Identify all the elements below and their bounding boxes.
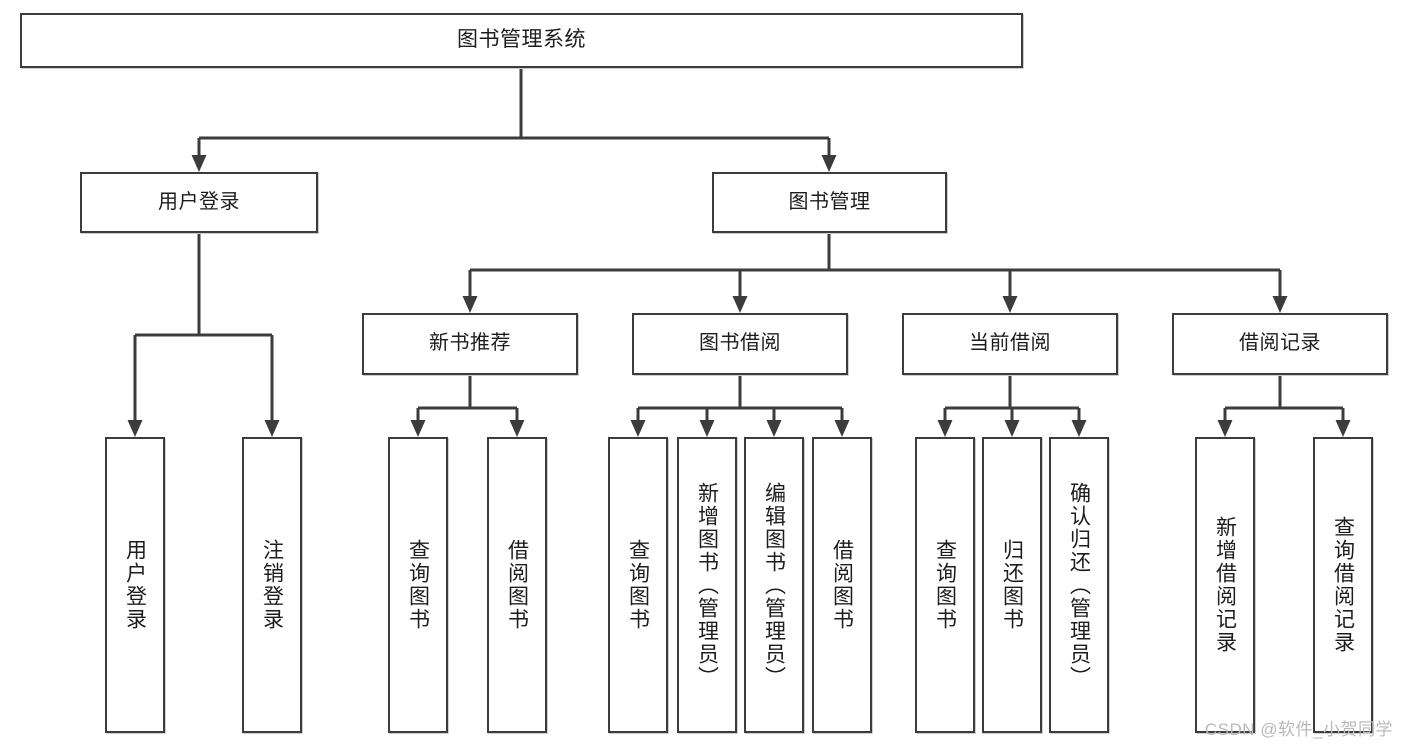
node-label: 借阅图书: [830, 539, 854, 631]
node-label: 注销登录: [260, 539, 284, 631]
node-l-user-login[interactable]: 用户登录: [105, 437, 165, 733]
arrow-to-borrow-book-2: [834, 420, 850, 437]
node-n-borrow-record[interactable]: 借阅记录: [1172, 313, 1388, 375]
node-label: 借阅记录: [1239, 332, 1321, 355]
node-n-user-login[interactable]: 用户登录: [80, 172, 318, 233]
arrow-to-query-book-3: [937, 420, 953, 437]
node-l-add-record[interactable]: 新增借阅记录: [1195, 437, 1255, 733]
node-label: 归还图书: [1000, 539, 1024, 631]
node-label: 查询借阅记录: [1331, 516, 1355, 654]
node-label: 图书管理系统: [457, 28, 586, 52]
node-n-book-borrow[interactable]: 图书借阅: [632, 313, 848, 375]
arrow-to-borrow-record: [1272, 296, 1288, 313]
node-l-confirm-return[interactable]: 确认归还（管理员）: [1049, 437, 1109, 733]
arrow-to-current-borrow: [1002, 296, 1018, 313]
node-label: 借阅图书: [505, 539, 529, 631]
node-root[interactable]: 图书管理系统: [20, 13, 1023, 68]
arrow-to-query-book-2: [630, 420, 646, 437]
node-label: 用户登录: [158, 190, 240, 213]
node-label: 图书管理: [788, 190, 871, 213]
arrow-to-leaf-logout: [264, 420, 280, 437]
node-n-book-mgmt[interactable]: 图书管理: [712, 172, 947, 233]
node-n-new-book-rec[interactable]: 新书推荐: [362, 313, 578, 375]
node-label: 图书借阅: [699, 332, 781, 355]
arrow-to-new-book-rec: [462, 296, 478, 313]
node-label: 编辑图书（管理员）: [762, 481, 786, 689]
connector-arrows: [127, 155, 1351, 437]
arrow-to-borrow-book-1: [509, 420, 525, 437]
node-label: 新书推荐: [429, 332, 511, 355]
arrow-to-user-login: [191, 155, 207, 172]
node-l-add-book[interactable]: 新增图书（管理员）: [677, 437, 737, 733]
node-label: 查询图书: [933, 539, 957, 631]
node-label: 新增借阅记录: [1213, 516, 1237, 654]
arrow-to-leaf-user-login: [127, 420, 143, 437]
arrow-to-book-mgmt: [821, 155, 837, 172]
node-label: 查询图书: [626, 539, 650, 631]
arrow-to-add-record: [1217, 420, 1233, 437]
node-label: 当前借阅: [969, 332, 1051, 355]
node-n-current-borrow[interactable]: 当前借阅: [902, 313, 1118, 375]
node-l-edit-book[interactable]: 编辑图书（管理员）: [744, 437, 804, 733]
arrow-to-return-book: [1004, 420, 1020, 437]
arrow-to-query-book-1: [410, 420, 426, 437]
node-l-logout[interactable]: 注销登录: [242, 437, 302, 733]
node-l-borrow-book-2[interactable]: 借阅图书: [812, 437, 872, 733]
node-l-query-book-2[interactable]: 查询图书: [608, 437, 668, 733]
arrow-to-confirm-return: [1071, 420, 1087, 437]
node-label: 用户登录: [123, 539, 147, 631]
node-l-query-book-1[interactable]: 查询图书: [388, 437, 448, 733]
node-l-query-record[interactable]: 查询借阅记录: [1313, 437, 1373, 733]
node-l-borrow-book-1[interactable]: 借阅图书: [487, 437, 547, 733]
arrow-to-edit-book: [766, 420, 782, 437]
node-l-query-book-3[interactable]: 查询图书: [915, 437, 975, 733]
node-label: 确认归还（管理员）: [1067, 481, 1091, 689]
arrow-to-book-borrow: [732, 296, 748, 313]
node-label: 查询图书: [406, 539, 430, 631]
arrow-to-query-record: [1335, 420, 1351, 437]
node-l-return-book[interactable]: 归还图书: [982, 437, 1042, 733]
node-label: 新增图书（管理员）: [695, 481, 719, 689]
arrow-to-add-book: [699, 420, 715, 437]
